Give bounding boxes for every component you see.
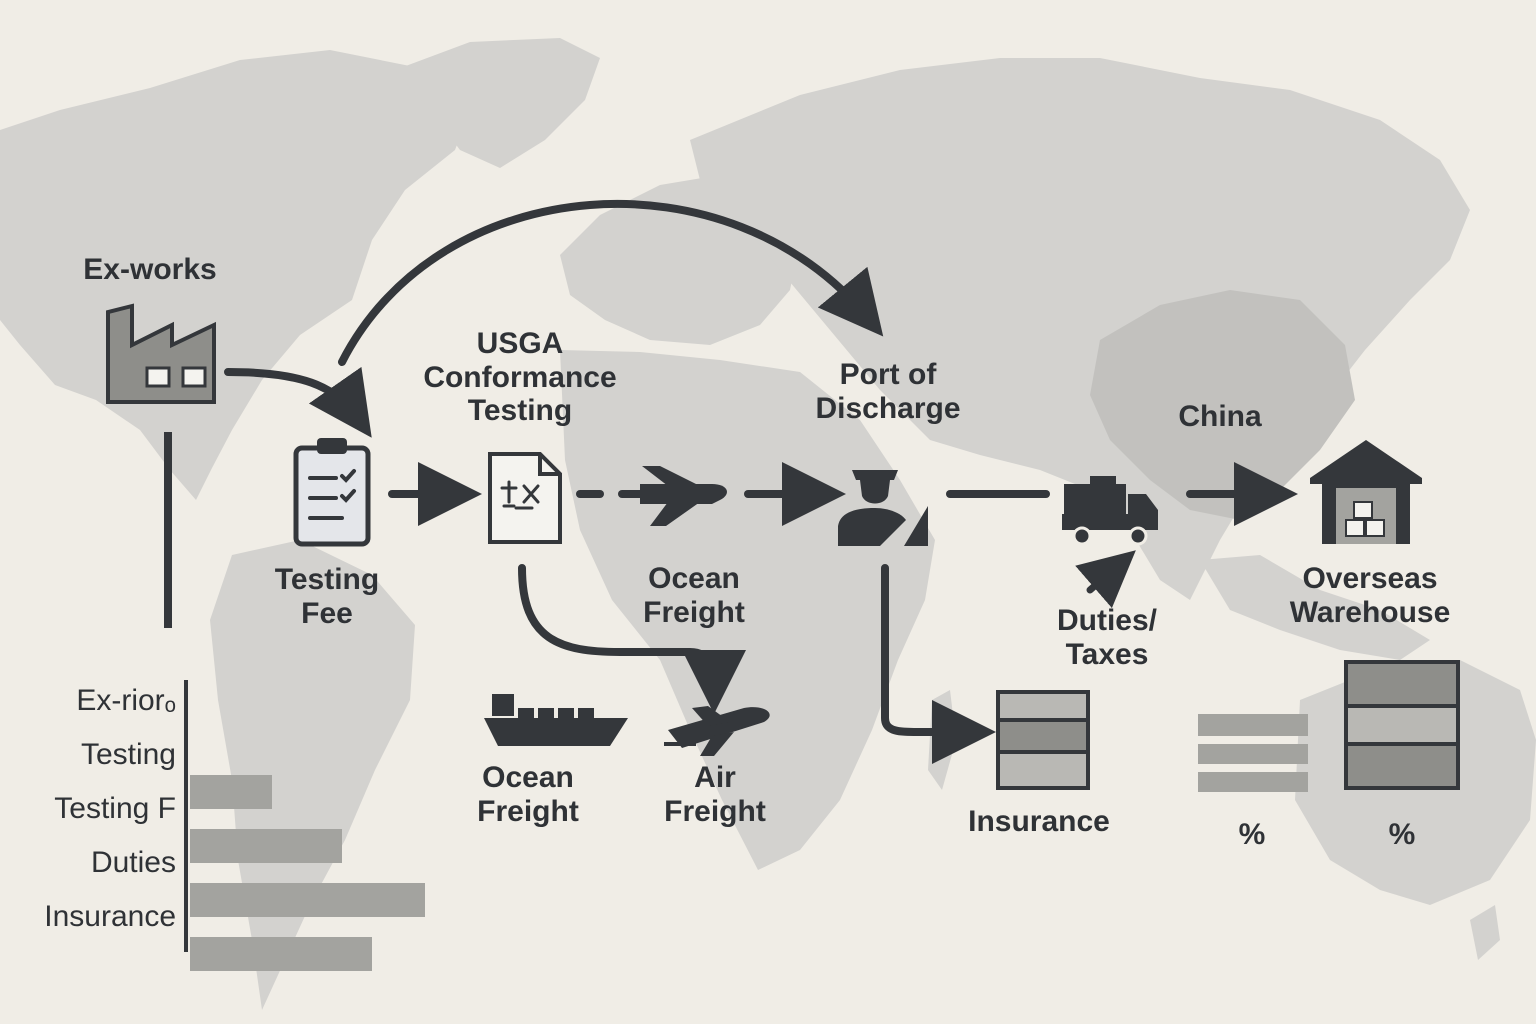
bar-label-3: Duties (90, 846, 176, 879)
arrow-duties-up (1075, 550, 1136, 609)
label-ocean-freight-bottom: Ocean Freight (450, 761, 606, 828)
ocean-bottom-line-1: Ocean (482, 761, 574, 794)
percent-stack-segment-1 (1344, 660, 1460, 708)
percent-bar-1 (1198, 714, 1308, 736)
arrow-port-to-insurance (881, 564, 996, 764)
label-ex-works: Ex-works (83, 253, 217, 286)
duties-line-1: Duties/ (1056, 604, 1158, 637)
usga-line-2: Conformance (423, 360, 617, 394)
ocean-bottom-line-2: Freight (477, 794, 579, 828)
label-ocean-freight-top: Ocean Freight (612, 562, 776, 629)
arrow-arc-to-port (338, 200, 884, 366)
label-percent-right: % (1388, 818, 1416, 851)
percent-stack-segment-3 (1344, 742, 1460, 790)
bar-label-0: Ex-riorₒ (76, 684, 176, 717)
duties-line-2: Taxes (1065, 637, 1149, 671)
airplane-landing-icon (664, 706, 770, 756)
bar-3 (190, 883, 425, 917)
test-document-icon (488, 452, 562, 544)
warehouse-line-2: Warehouse (1289, 595, 1451, 629)
bar-label-1: Testing (80, 738, 176, 771)
flow-arrows (164, 200, 1298, 764)
testing-fee-line-1: Testing (274, 563, 380, 596)
map-madagascar (928, 690, 956, 790)
ocean-top-line-2: Freight (643, 595, 745, 629)
usga-line-1: USGA (476, 327, 564, 360)
arrow-factory-to-testing (224, 366, 372, 438)
port-line-1: Port of (839, 358, 937, 391)
testing-fee-line-2: Fee (301, 596, 353, 630)
map-southeast-asia (1200, 555, 1430, 660)
label-overseas-warehouse: Overseas Warehouse (1268, 562, 1472, 629)
customs-officer-icon (838, 470, 928, 546)
warehouse-icon (1310, 440, 1422, 544)
insurance-segment-1 (996, 690, 1090, 722)
port-line-2: Discharge (815, 391, 961, 425)
percent-stack-right (1344, 660, 1460, 790)
arrow-usga-to-air (518, 564, 746, 714)
insurance-stack (996, 690, 1090, 790)
cost-bar-chart (184, 680, 425, 971)
bar-1 (190, 775, 272, 809)
clipboard-checklist-icon (293, 438, 371, 547)
label-testing-fee: Testing Fee (247, 563, 407, 630)
bar-label-2: Testing F (54, 792, 176, 825)
label-insurance: Insurance (968, 805, 1110, 838)
cargo-ship-icon (484, 694, 628, 746)
label-usga-conformance-testing: USGA Conformance Testing (380, 327, 660, 428)
factory-icon (106, 303, 216, 404)
bar-label-4: Insurance (44, 900, 176, 933)
label-duties-taxes: Duties/ Taxes (1032, 604, 1182, 671)
usga-line-3: Testing (467, 394, 573, 428)
ocean-top-line-1: Ocean (648, 562, 740, 595)
world-map-background (0, 38, 1536, 1010)
airplane-icon (640, 466, 727, 526)
label-percent-left: % (1238, 818, 1266, 851)
map-asia (690, 58, 1470, 600)
insurance-segment-2 (996, 718, 1090, 754)
label-air-freight: Air Freight (648, 761, 782, 828)
bar-4 (190, 937, 372, 971)
truck-icon (1062, 476, 1158, 546)
map-greenland (395, 38, 600, 168)
map-new-zealand (1470, 905, 1500, 960)
percent-bar-2 (1198, 744, 1308, 764)
percent-bars-left (1198, 714, 1308, 792)
label-port-of-discharge: Port of Discharge (788, 358, 988, 425)
bar-2 (190, 829, 342, 863)
air-line-2: Freight (664, 794, 766, 828)
insurance-segment-3 (996, 750, 1090, 790)
warehouse-line-1: Overseas (1302, 562, 1438, 595)
percent-stack-segment-2 (1344, 704, 1460, 746)
label-china: China (1178, 400, 1262, 433)
percent-bar-3 (1198, 772, 1308, 792)
air-line-1: Air (694, 761, 736, 794)
